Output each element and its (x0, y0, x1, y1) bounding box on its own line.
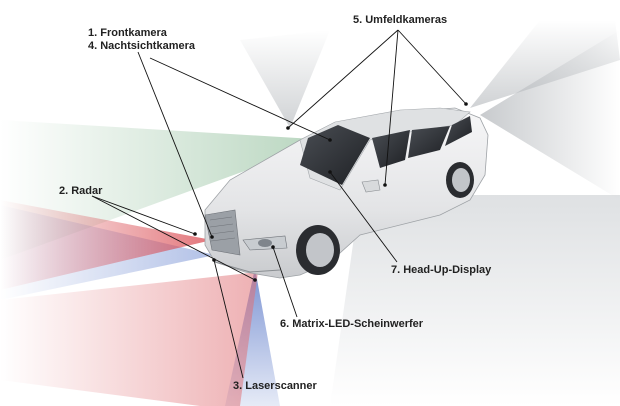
leader-laserscanner (213, 259, 244, 379)
surround-camera-field-roof (470, 20, 620, 108)
leader-radar-1 (91, 195, 196, 235)
label-head-up-display: 7. Head-Up-Display (391, 264, 492, 276)
label-laser-scanner: 3. Laserscanner (233, 380, 317, 392)
surround-camera-field-rear (480, 30, 620, 200)
leader-radar-2 (91, 195, 256, 281)
leader-lines (91, 29, 467, 379)
leader-hud (329, 171, 398, 263)
surround-camera-field-left (240, 30, 330, 128)
leader-umfeld-3 (397, 29, 467, 105)
leader-umfeld-2 (384, 29, 399, 186)
leader-frontkamera (149, 57, 331, 141)
surround-camera-field-side (330, 195, 620, 406)
leader-nachtsichtkamera (137, 51, 213, 238)
label-matrix-led-headlights: 6. Matrix-LED-Scheinwerfer (280, 318, 424, 330)
label-front-camera: 1. Frontkamera (88, 27, 167, 39)
car-illustration (204, 107, 489, 279)
label-radar: 2. Radar (59, 185, 103, 197)
radar-field-long (0, 200, 212, 290)
label-night-vision-camera: 4. Nachtsichtkamera (88, 40, 195, 52)
label-surround-cameras: 5. Umfeldkameras (353, 14, 448, 26)
leader-matrix-led (272, 246, 298, 318)
leader-umfeld-1 (287, 29, 399, 129)
radar-field-wide (0, 272, 258, 406)
